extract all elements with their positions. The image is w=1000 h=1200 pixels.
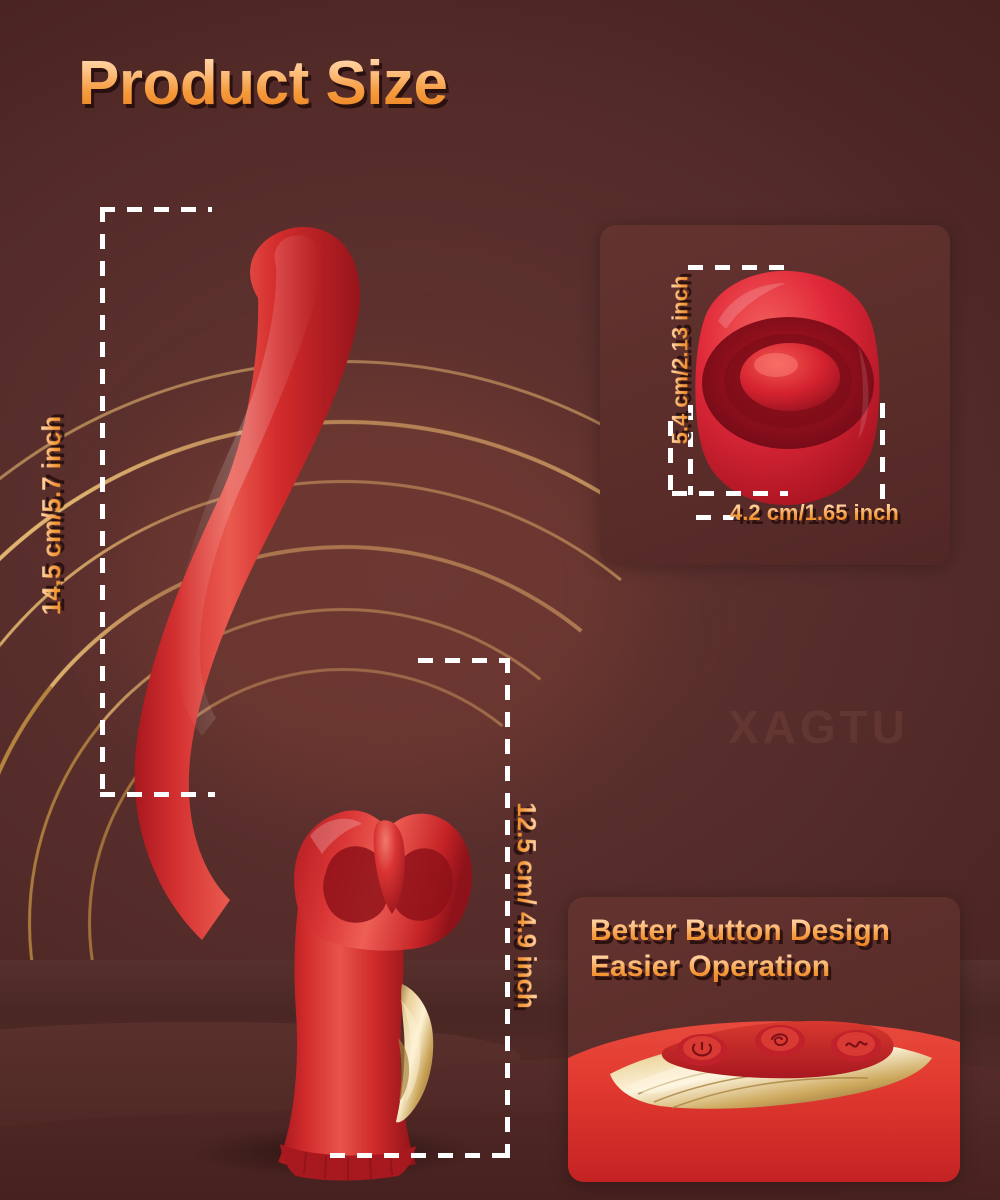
head-dimension-line-left-upper <box>668 421 673 499</box>
head-dimension-line-right <box>880 403 885 503</box>
button-design-panel: Better Button Design Easier Operation <box>568 897 960 1182</box>
wave-mode-button <box>831 1030 881 1062</box>
head-closeup-illustration <box>695 270 880 505</box>
head-dimension-line-bottom <box>672 491 788 496</box>
dimension-line-top <box>100 207 212 212</box>
dimension-line-left <box>100 207 105 797</box>
page-title: Product Size <box>78 49 448 118</box>
button-design-caption-line2: Easier Operation <box>590 949 830 986</box>
product-arm <box>134 226 360 940</box>
product-tongue <box>373 820 405 914</box>
head-height-label: 5.4 cm/2.13 inch <box>667 275 693 445</box>
button-closeup-illustration <box>568 1021 960 1182</box>
button-design-caption-line1: Better Button Design <box>590 913 890 950</box>
head-width-line <box>696 515 738 520</box>
body-length-label: 12.5 cm/ 4.9 inch <box>511 802 542 1009</box>
head-dimension-line-left <box>688 405 693 495</box>
body-dimension-line-top <box>418 658 510 663</box>
head-width-label: 4.2 cm/1.65 inch <box>730 500 899 525</box>
body-dimension-line-bottom <box>330 1153 510 1158</box>
body-dimension-line-right <box>505 658 510 1158</box>
head-dimension-line-top <box>688 265 788 270</box>
main-length-label: 14.5 cm/5.7 inch <box>36 415 67 616</box>
brand-watermark: XAGTU <box>728 701 909 753</box>
rose-mode-button <box>755 1025 805 1057</box>
dimension-line-bottom <box>100 792 215 797</box>
product-illustration <box>110 200 540 1181</box>
head-dimension-panel <box>600 225 950 565</box>
gold-leaf-accent <box>396 984 434 1123</box>
power-button <box>677 1034 727 1066</box>
